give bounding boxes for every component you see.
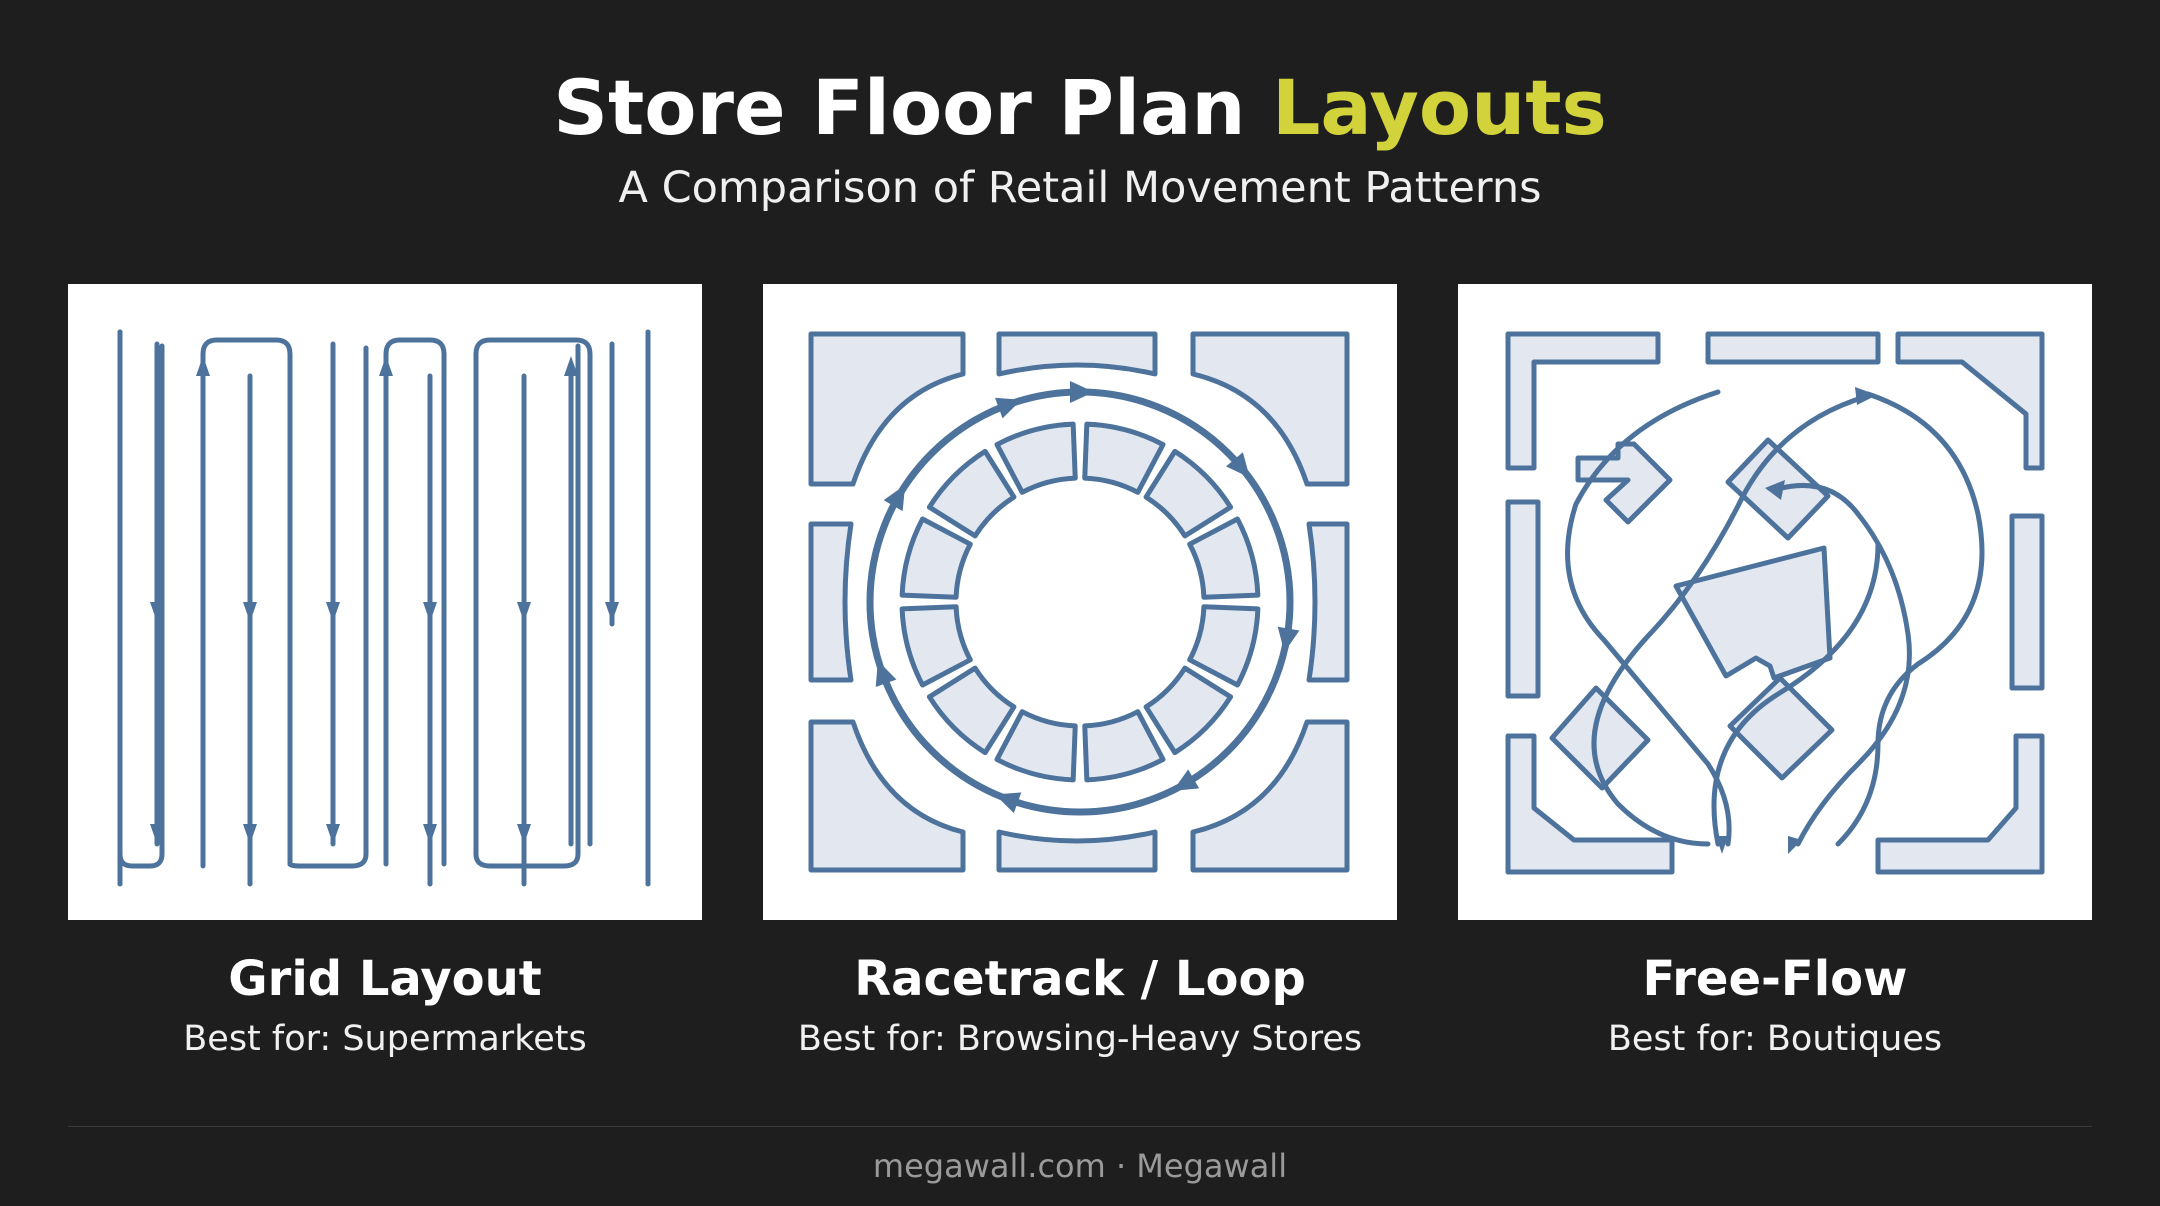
grid-layout-floorplan — [117, 329, 651, 887]
free-flow-layout-floorplan — [1505, 331, 2045, 875]
free-flow-layout-diagram — [1458, 284, 2092, 920]
ring-fixture-segment — [1143, 448, 1234, 539]
grid-layout-diagram — [68, 284, 702, 920]
ring-fixture-segment — [1082, 421, 1166, 495]
flow-arrows — [1716, 387, 1877, 854]
layout-name: Free-Flow — [1642, 951, 1908, 1007]
racetrack-layout-caption: Racetrack / Loop Best for: Browsing-Heav… — [763, 944, 1397, 1064]
grid-flow-loop — [200, 337, 293, 869]
perimeter-fixtures — [1505, 331, 2045, 875]
page-subtitle: A Comparison of Retail Movement Patterns — [618, 163, 1542, 213]
racetrack-layout-floorplan — [808, 331, 1350, 873]
grid-flow-loop — [383, 337, 447, 867]
grid-flow-loop — [117, 329, 165, 869]
grid-layout-caption: Grid Layout Best for: Supermarkets — [68, 944, 702, 1064]
free-flow-layout-caption: Free-Flow Best for: Boutiques — [1458, 944, 2092, 1064]
racetrack-arrows — [875, 381, 1300, 814]
racetrack-arrowhead — [995, 792, 1022, 814]
grid-flow-loop — [473, 337, 593, 857]
ring-fixture-segment — [899, 516, 973, 600]
ring-fixture-segment — [994, 709, 1078, 783]
racetrack-loop — [866, 388, 1294, 816]
racetrack-arrowhead — [1070, 381, 1094, 403]
layout-best-for: Best for: Supermarkets — [183, 1019, 587, 1059]
center-ring-fixtures — [899, 421, 1261, 783]
title-main: Store Floor Plan — [553, 63, 1246, 152]
perimeter-fixtures — [808, 331, 1350, 873]
ring-fixture-segment — [1143, 665, 1234, 756]
ring-fixture-segment — [899, 604, 973, 688]
racetrack-arrowhead — [875, 660, 897, 687]
ring-fixture-segment — [926, 665, 1017, 756]
grid-flow-loop — [473, 343, 581, 869]
racetrack-arrowhead — [883, 484, 906, 512]
racetrack-arrowhead — [1172, 769, 1200, 791]
footer-credit: megawall.com · Megawall — [872, 1147, 1288, 1185]
racetrack-layout-diagram — [763, 284, 1397, 920]
flow-curves — [1565, 389, 1985, 847]
grid-up-arrows — [196, 356, 578, 376]
ring-fixture-segment — [1187, 516, 1261, 600]
layout-best-for: Best for: Boutiques — [1607, 1019, 1943, 1059]
ring-fixture-segment — [926, 448, 1017, 539]
footer-divider — [68, 1126, 2092, 1127]
grid-flow-loop — [287, 345, 369, 869]
ring-fixture-segment — [1187, 604, 1261, 688]
racetrack-arrowhead — [1226, 452, 1250, 478]
racetrack-arrowhead — [995, 397, 1022, 419]
layout-name: Grid Layout — [228, 951, 542, 1007]
title-accent: Layouts — [1271, 63, 1607, 152]
racetrack-arrowhead — [1277, 626, 1300, 653]
ring-fixture-segment — [1082, 709, 1166, 783]
layout-best-for: Best for: Browsing-Heavy Stores — [797, 1019, 1363, 1059]
ring-fixture-segment — [994, 421, 1078, 495]
layout-name: Racetrack / Loop — [854, 951, 1306, 1007]
page-title: Store Floor Plan Layouts — [0, 58, 2160, 158]
